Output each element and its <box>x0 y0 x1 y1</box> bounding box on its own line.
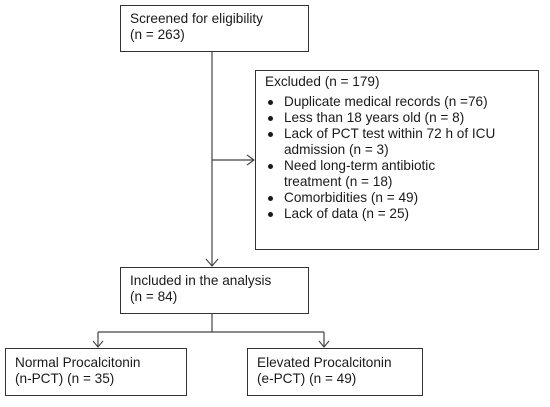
normal-pct-box: Normal Procalcitonin (n-PCT) (n = 35) <box>5 348 187 396</box>
exclusion-reasons-list: Duplicate medical records (n =76) Less t… <box>265 94 538 222</box>
arrowhead-normal <box>92 340 104 348</box>
excluded-box: Excluded (n = 179) Duplicate medical rec… <box>255 70 539 250</box>
normal-pct-count: (n-PCT) (n = 35) <box>15 371 115 386</box>
arrowhead-included <box>205 258 219 267</box>
included-box: Included in the analysis (n = 84) <box>120 267 309 314</box>
exclusion-item: Less than 18 years old (n = 8) <box>265 110 538 126</box>
exclusion-item: Lack of data (n = 25) <box>265 206 538 222</box>
elevated-pct-label: Elevated Procalcitonin <box>257 355 392 370</box>
exclusion-item: Duplicate medical records (n =76) <box>265 94 538 110</box>
screened-label: Screened for eligibility <box>130 11 263 26</box>
screened-count: (n = 263) <box>130 27 185 42</box>
screened-box: Screened for eligibility (n = 263) <box>120 5 309 52</box>
exclusion-item: Need long-term antibiotic treatment (n =… <box>265 158 538 190</box>
elevated-pct-count: (e-PCT) (n = 49) <box>257 371 357 386</box>
excluded-title: Excluded (n = 179) <box>265 74 380 89</box>
elevated-pct-box: Elevated Procalcitonin (e-PCT) (n = 49) <box>247 348 423 396</box>
arrowhead-excluded <box>246 154 255 166</box>
normal-pct-label: Normal Procalcitonin <box>15 355 141 370</box>
exclusion-item: Lack of PCT test within 72 h of ICU admi… <box>265 126 538 158</box>
arrowhead-elevated <box>318 340 330 348</box>
exclusion-item: Comorbidities (n = 49) <box>265 190 538 206</box>
included-label: Included in the analysis <box>130 273 272 288</box>
included-count: (n = 84) <box>130 289 178 304</box>
